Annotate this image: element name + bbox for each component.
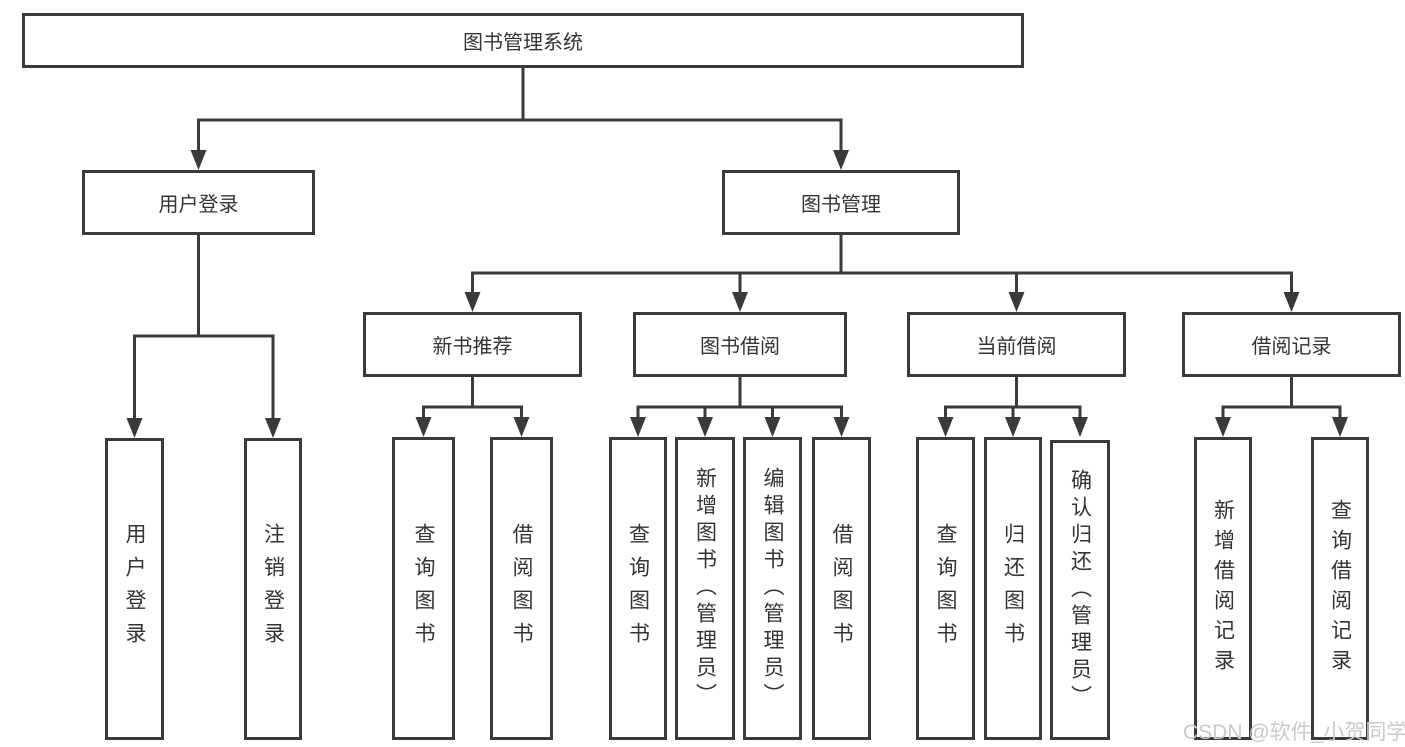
arrowhead-icon	[1072, 417, 1088, 437]
node-label: 图书管理	[801, 194, 881, 216]
node-label: 当前借阅	[976, 336, 1057, 358]
node-label: 新增借阅记录	[1211, 498, 1235, 679]
tree-edges	[133, 68, 1342, 422]
arrowhead-icon	[630, 417, 646, 437]
arrowhead-icon	[833, 417, 850, 437]
arrowhead-icon	[1215, 417, 1231, 437]
node-label: 新增图书（管理员）	[693, 467, 717, 710]
arrowhead-icon	[1005, 417, 1021, 437]
node-label: 归还图书	[1001, 522, 1025, 655]
node-label: 查询图书	[934, 522, 957, 655]
leaf-logout: 注销登录	[244, 438, 302, 740]
node-user-login: 用户登录	[82, 170, 315, 235]
leaf-query-borrow-record: 查询借阅记录	[1311, 437, 1369, 740]
leaf-query-books-recommend: 查询图书	[392, 437, 455, 740]
arrowhead-icon	[1332, 417, 1348, 437]
leaf-query-books-borrow: 查询图书	[609, 437, 667, 740]
node-label: 确认归还（管理员）	[1068, 468, 1092, 712]
node-label: 查询图书	[412, 522, 435, 655]
node-label: 图书管理系统	[463, 32, 583, 54]
node-label: 借阅记录	[1251, 336, 1332, 358]
node-book-borrow: 图书借阅	[633, 312, 847, 377]
leaf-query-books-current: 查询图书	[916, 437, 975, 740]
node-label: 用户登录	[158, 194, 239, 216]
node-borrow-records: 借阅记录	[1182, 312, 1401, 377]
arrowhead-icon	[1008, 292, 1025, 312]
node-label: 注销登录	[261, 523, 285, 655]
node-label: 新书推荐	[432, 336, 513, 358]
arrowhead-icon	[833, 150, 849, 170]
node-label: 编辑图书（管理员）	[761, 467, 784, 710]
leaf-add-books-admin: 新增图书（管理员）	[675, 437, 735, 740]
node-label: 查询借阅记录	[1328, 498, 1352, 679]
node-label: 借阅图书	[830, 522, 853, 655]
arrowhead-icon	[1283, 292, 1300, 312]
leaf-borrow-books-recommend: 借阅图书	[490, 437, 553, 740]
node-label: 图书借阅	[700, 336, 780, 358]
leaf-add-borrow-record: 新增借阅记录	[1194, 437, 1252, 740]
arrowhead-icon	[513, 417, 530, 437]
watermark: CSDN @软件_小贺同学	[1183, 721, 1405, 744]
arrowhead-icon	[415, 417, 432, 437]
arrowhead-icon	[190, 150, 207, 170]
node-book-management: 图书管理	[722, 170, 960, 235]
leaf-edit-books-admin: 编辑图书（管理员）	[743, 437, 802, 740]
arrowhead-icon	[732, 292, 748, 312]
node-label: 用户登录	[123, 523, 146, 655]
node-library-system: 图书管理系统	[22, 13, 1024, 68]
leaf-borrow-books: 借阅图书	[812, 437, 871, 740]
arrowhead-icon	[937, 417, 954, 437]
leaf-confirm-return-admin: 确认归还（管理员）	[1050, 440, 1110, 740]
arrowhead-icon	[265, 418, 281, 438]
arrowhead-icon	[126, 418, 143, 438]
leaf-user-login: 用户登录	[105, 438, 164, 740]
arrowhead-icon	[464, 292, 481, 312]
node-new-book-recommend: 新书推荐	[363, 312, 582, 377]
node-label: 查询图书	[626, 522, 650, 655]
node-label: 借阅图书	[510, 522, 533, 655]
leaf-return-books: 归还图书	[984, 437, 1042, 740]
arrowhead-icon	[764, 417, 781, 437]
node-current-borrow: 当前借阅	[907, 312, 1126, 377]
arrowhead-icon	[697, 417, 713, 437]
